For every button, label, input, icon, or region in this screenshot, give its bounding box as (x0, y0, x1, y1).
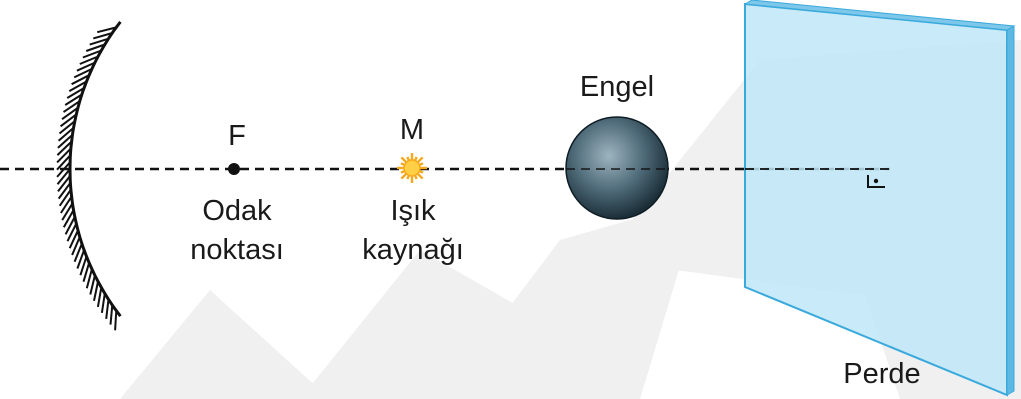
focal-point-label-line1: Odak (202, 195, 272, 227)
focal-point (228, 163, 240, 175)
light-source-letter: M (399, 114, 425, 146)
light-source-label-line1: Işık (390, 195, 436, 227)
light-source-label-line2: kaynağı (362, 234, 464, 266)
right-angle-icon (867, 175, 885, 188)
sun-icon (397, 153, 427, 183)
obstacle-label: Engel (579, 71, 655, 103)
screen-perde (743, 0, 1016, 397)
screen-label: Perde (843, 358, 921, 390)
focal-point-letter: F (228, 120, 246, 152)
concave-mirror-icon (56, 20, 122, 331)
focal-point-label-line2: noktası (190, 234, 284, 266)
